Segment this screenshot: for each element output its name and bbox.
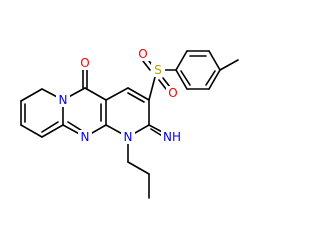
- pyrido-nitrogen-label: N: [59, 93, 68, 107]
- molecule-structure: O S O O N N N NH: [20, 47, 239, 199]
- sulfonyl-oxygen-right-atom: O: [166, 86, 180, 100]
- imine-group: NH: [161, 130, 183, 144]
- sulfonyl-oxygen-left-label: O: [138, 47, 147, 61]
- bond: [175, 69, 188, 90]
- bridge-nitrogen-atom: N: [78, 130, 92, 144]
- bond: [180, 70, 191, 86]
- bond: [127, 92, 145, 103]
- sulfur-label: S: [154, 63, 162, 77]
- bond: [20, 88, 43, 102]
- bond: [175, 50, 188, 71]
- bond: [205, 70, 216, 86]
- bond: [142, 60, 151, 71]
- bond: [158, 79, 167, 90]
- sulfonyl-oxygen-right-label: O: [168, 86, 177, 100]
- bond: [127, 161, 150, 175]
- bond: [208, 50, 221, 71]
- propyl-nitrogen-label: N: [124, 130, 133, 144]
- sulfonyl-oxygen-left-atom: O: [136, 47, 150, 61]
- bond: [20, 124, 43, 138]
- bonds: [20, 50, 239, 199]
- bond: [162, 77, 171, 88]
- bond: [41, 121, 59, 133]
- bond: [219, 59, 239, 71]
- atom-labels: O S O O N N N NH: [56, 47, 183, 144]
- sulfur-atom: S: [151, 63, 165, 77]
- pyrido-nitrogen-atom: N: [56, 93, 70, 107]
- carbonyl-oxygen-label: O: [80, 56, 89, 70]
- bond: [148, 76, 156, 101]
- propyl-nitrogen-atom: N: [121, 130, 135, 144]
- carbonyl-oxygen-atom: O: [78, 56, 92, 70]
- bridge-nitrogen-label: N: [81, 130, 90, 144]
- bond: [127, 87, 150, 101]
- bond: [84, 87, 107, 101]
- bond: [41, 124, 64, 138]
- imine-label: NH: [163, 130, 181, 144]
- bond: [208, 69, 221, 90]
- bond: [105, 87, 129, 101]
